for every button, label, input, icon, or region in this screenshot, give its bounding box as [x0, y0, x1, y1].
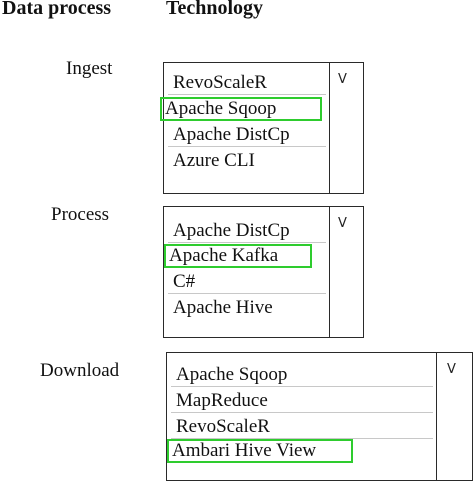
process-option[interactable]: Apache Hive — [173, 297, 273, 318]
process-option[interactable]: C# — [168, 270, 326, 294]
ingest-options-list: RevoScaleR Apache Sqoop Apache DistCp Az… — [160, 63, 330, 193]
process-option[interactable]: Apache DistCp — [168, 219, 326, 243]
download-option[interactable]: MapReduce — [171, 389, 433, 413]
process-label: Process — [51, 204, 110, 225]
ingest-option[interactable]: Apache DistCp — [168, 123, 326, 147]
process-option-selected[interactable]: Apache Kafka — [164, 244, 312, 268]
chevron-down-icon[interactable]: V — [447, 362, 456, 377]
download-label: Download — [40, 360, 120, 381]
ingest-option[interactable]: RevoScaleR — [168, 71, 326, 95]
ingest-option-selected[interactable]: Apache Sqoop — [160, 97, 322, 121]
ingest-dropdown[interactable]: RevoScaleR Apache Sqoop Apache DistCp Az… — [160, 62, 364, 194]
download-option-selected[interactable]: Ambari Hive View — [167, 439, 353, 463]
ingest-option[interactable]: Azure CLI — [173, 150, 255, 171]
download-options-list: Apache Sqoop MapReduce RevoScaleR Ambari… — [167, 353, 437, 480]
download-option[interactable]: Apache Sqoop — [171, 363, 433, 387]
download-option[interactable]: RevoScaleR — [171, 415, 433, 439]
technology-header: Technology — [166, 0, 264, 19]
process-dropdown[interactable]: Apache DistCp Apache Kafka C# Apache Hiv… — [163, 206, 364, 338]
data-process-header: Data process — [2, 0, 112, 19]
download-dropdown[interactable]: Apache Sqoop MapReduce RevoScaleR Ambari… — [166, 352, 473, 481]
chevron-down-icon[interactable]: V — [338, 216, 347, 231]
process-options-list: Apache DistCp Apache Kafka C# Apache Hiv… — [164, 207, 330, 337]
ingest-label: Ingest — [66, 58, 113, 79]
chevron-down-icon[interactable]: V — [338, 72, 347, 87]
